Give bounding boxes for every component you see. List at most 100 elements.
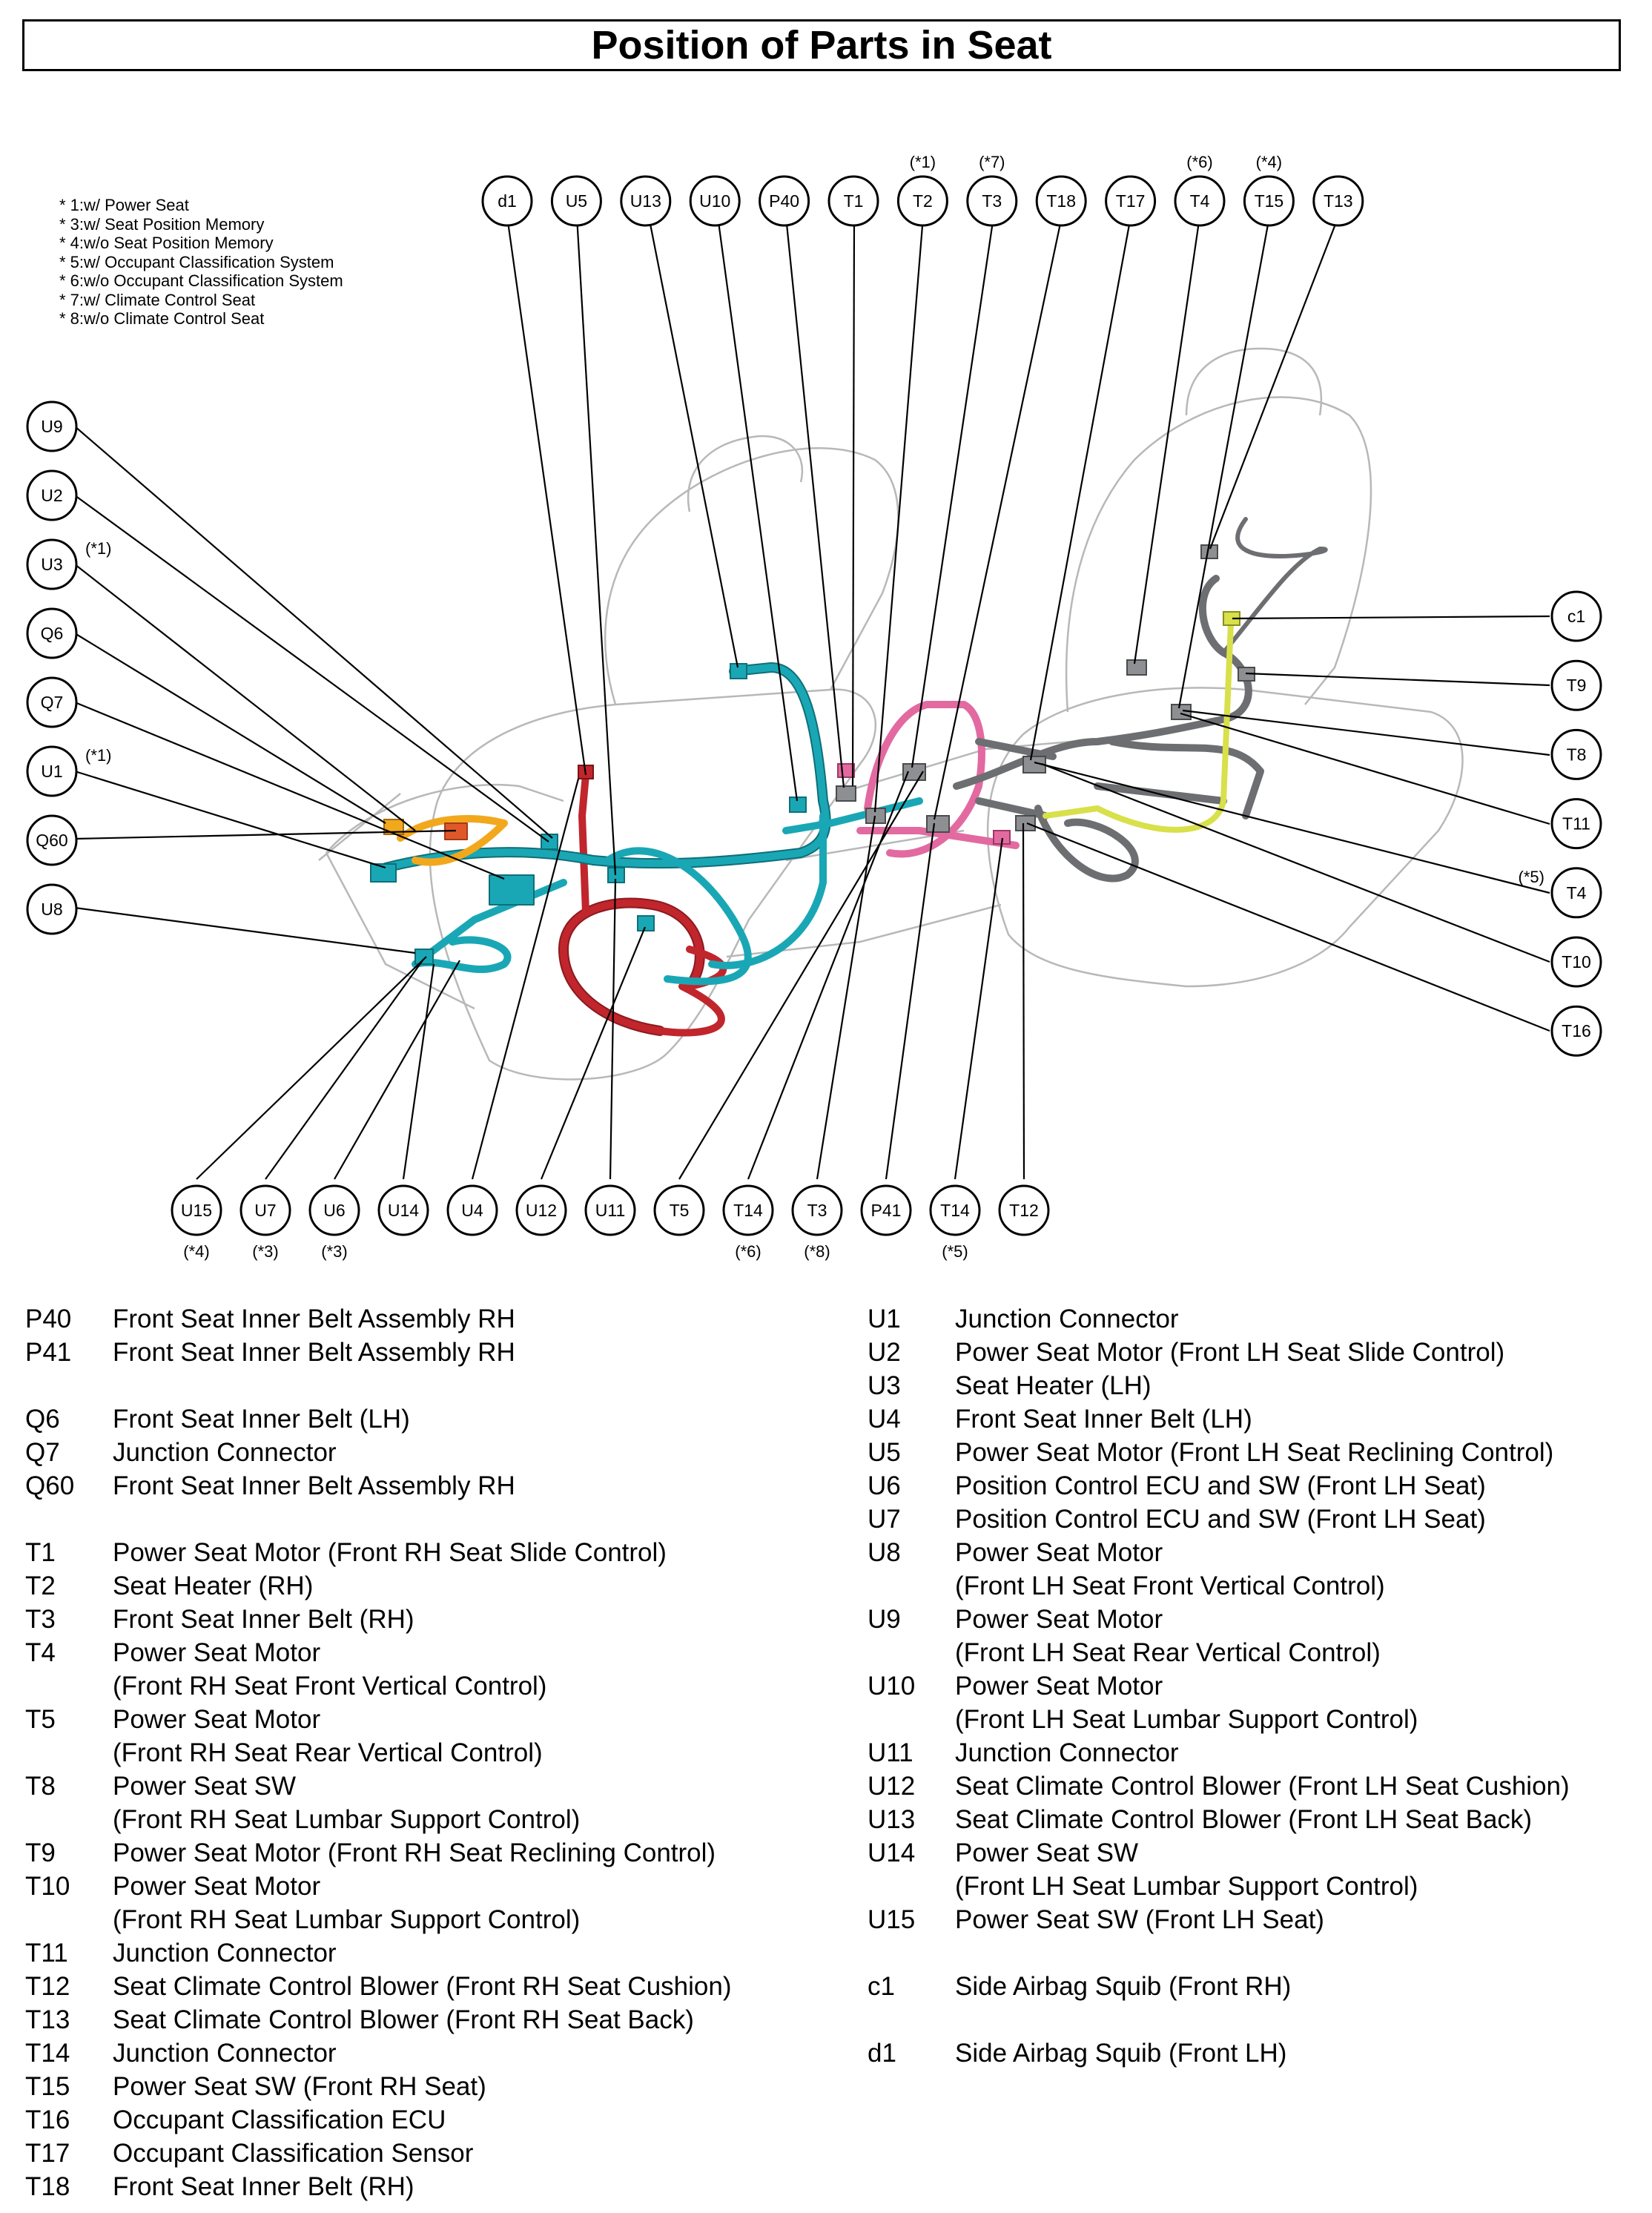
leader-line <box>1177 216 1271 709</box>
legend-code: T3 <box>25 1605 56 1634</box>
legend-gap <box>25 1503 731 1536</box>
footnote: * 6:w/o Occupant Classification System <box>59 271 343 290</box>
legend-description: Front Seat Inner Belt (RH) <box>113 1605 414 1634</box>
leader-line <box>851 216 856 787</box>
legend-row: (Front RH Seat Lumbar Support Control) <box>25 1903 731 1936</box>
legend-description: Power Seat SW <box>955 1838 1139 1867</box>
callout-circle <box>26 400 78 452</box>
leader-line <box>1209 216 1340 550</box>
callout-p40: P40 <box>759 175 810 227</box>
legend-code: U8 <box>868 1538 901 1567</box>
callout-t2: T2(*1) <box>896 153 948 227</box>
leader-line <box>647 216 739 668</box>
callout-label: T9 <box>1567 676 1587 695</box>
callout-label: T16 <box>1562 1021 1591 1040</box>
callout-note: (*8) <box>804 1242 830 1261</box>
page-title: Position of Parts in Seat <box>591 23 1052 67</box>
leader-line <box>885 822 936 1180</box>
legend-code: T9 <box>25 1838 56 1867</box>
callout-circle <box>1035 175 1087 227</box>
legend-description: (Front LH Seat Rear Vertical Control) <box>955 1638 1381 1667</box>
footnotes: * 1:w/ Power Seat * 3:w/ Seat Position M… <box>59 196 343 329</box>
callout-circle <box>550 175 602 227</box>
callout-label: U11 <box>595 1201 626 1220</box>
callout-label: T12 <box>1009 1201 1039 1220</box>
legend-code <box>868 1569 955 1603</box>
legend-code <box>25 1803 113 1836</box>
callout-label: Q60 <box>36 831 67 850</box>
leader-line <box>1041 762 1550 963</box>
connector-block <box>1171 704 1192 720</box>
legend-description: Seat Climate Control Blower (Front RH Se… <box>113 1972 732 2001</box>
callout-t17: T17 <box>1105 175 1157 227</box>
leader-line <box>1182 709 1550 756</box>
gray-harness <box>953 575 1264 883</box>
callout-label: Q6 <box>41 624 64 643</box>
legend-code: T1 <box>25 1538 56 1567</box>
legend-row: (Front LH Seat Lumbar Support Control) <box>868 1870 1570 1903</box>
callout-circle <box>1550 1005 1602 1057</box>
leader-line <box>506 216 587 776</box>
callout-label: T15 <box>1255 191 1284 211</box>
callout-t15: T15(*4) <box>1243 153 1295 227</box>
legend-code: U10 <box>868 1672 916 1701</box>
legend-gap <box>25 1369 731 1402</box>
leader-line <box>74 495 549 842</box>
callout-label: T1 <box>844 191 864 211</box>
legend-code: T12 <box>25 1972 70 2001</box>
lh-seat-rail-outline <box>726 903 1002 958</box>
legend-description: Power Seat Motor (Front RH Seat Slide Co… <box>113 1538 667 1567</box>
callout-t1: T1 <box>827 175 879 227</box>
legend-code: U15 <box>868 1905 916 1934</box>
legend-description: Side Airbag Squib (Front LH) <box>955 2039 1287 2068</box>
legend-description: Power Seat Motor <box>955 1538 1163 1567</box>
leader-line <box>471 778 580 1180</box>
callout-label: T4 <box>1190 191 1210 211</box>
leader-line <box>575 216 617 876</box>
rh-headrest-outline <box>1185 347 1323 416</box>
callout-circle <box>1243 175 1295 227</box>
callout-t18: T18 <box>1035 175 1087 227</box>
legend-description: Front Seat Inner Belt Assembly RH <box>113 1338 515 1367</box>
callout-d1: d1 <box>481 175 533 227</box>
pink-harness-tail <box>856 827 1020 849</box>
legend-row: (Front LH Seat Rear Vertical Control) <box>868 1636 1570 1669</box>
callout-t10: T10 <box>1550 936 1602 988</box>
callout-label: U14 <box>388 1201 419 1220</box>
leader-line <box>74 564 416 831</box>
red-harness-shadow <box>558 897 705 1036</box>
callout-t13: T13 <box>1312 175 1364 227</box>
legend-description: Power Seat Motor (Front LH Seat Reclinin… <box>955 1438 1554 1467</box>
teal-junction-block <box>489 874 535 906</box>
leader-line <box>334 960 460 1180</box>
leader-line <box>911 216 995 768</box>
leader-line <box>74 770 386 869</box>
connector-block <box>789 797 807 813</box>
legend-description: Seat Heater (LH) <box>955 1371 1152 1400</box>
legend-code <box>868 1703 955 1736</box>
callout-t5: T5 <box>653 1184 705 1236</box>
legend-description: Seat Climate Control Blower (Front RH Se… <box>113 2005 694 2034</box>
legend-code: U11 <box>868 1738 913 1767</box>
callout-circle <box>1550 590 1602 642</box>
legend-description: Occupant Classification Sensor <box>113 2139 474 2168</box>
legend-code: T18 <box>25 2172 70 2201</box>
leader-line <box>1180 712 1550 825</box>
callout-circle <box>584 1184 636 1236</box>
legend-description: Power Seat Motor <box>113 1638 321 1667</box>
callout-note: (*6) <box>1186 153 1212 171</box>
orange-harness <box>397 815 508 866</box>
leader-line <box>265 960 423 1180</box>
leader-line <box>816 815 876 1180</box>
connector-block <box>637 915 655 931</box>
legend-description: Seat Climate Control Blower (Front LH Se… <box>955 1772 1570 1801</box>
